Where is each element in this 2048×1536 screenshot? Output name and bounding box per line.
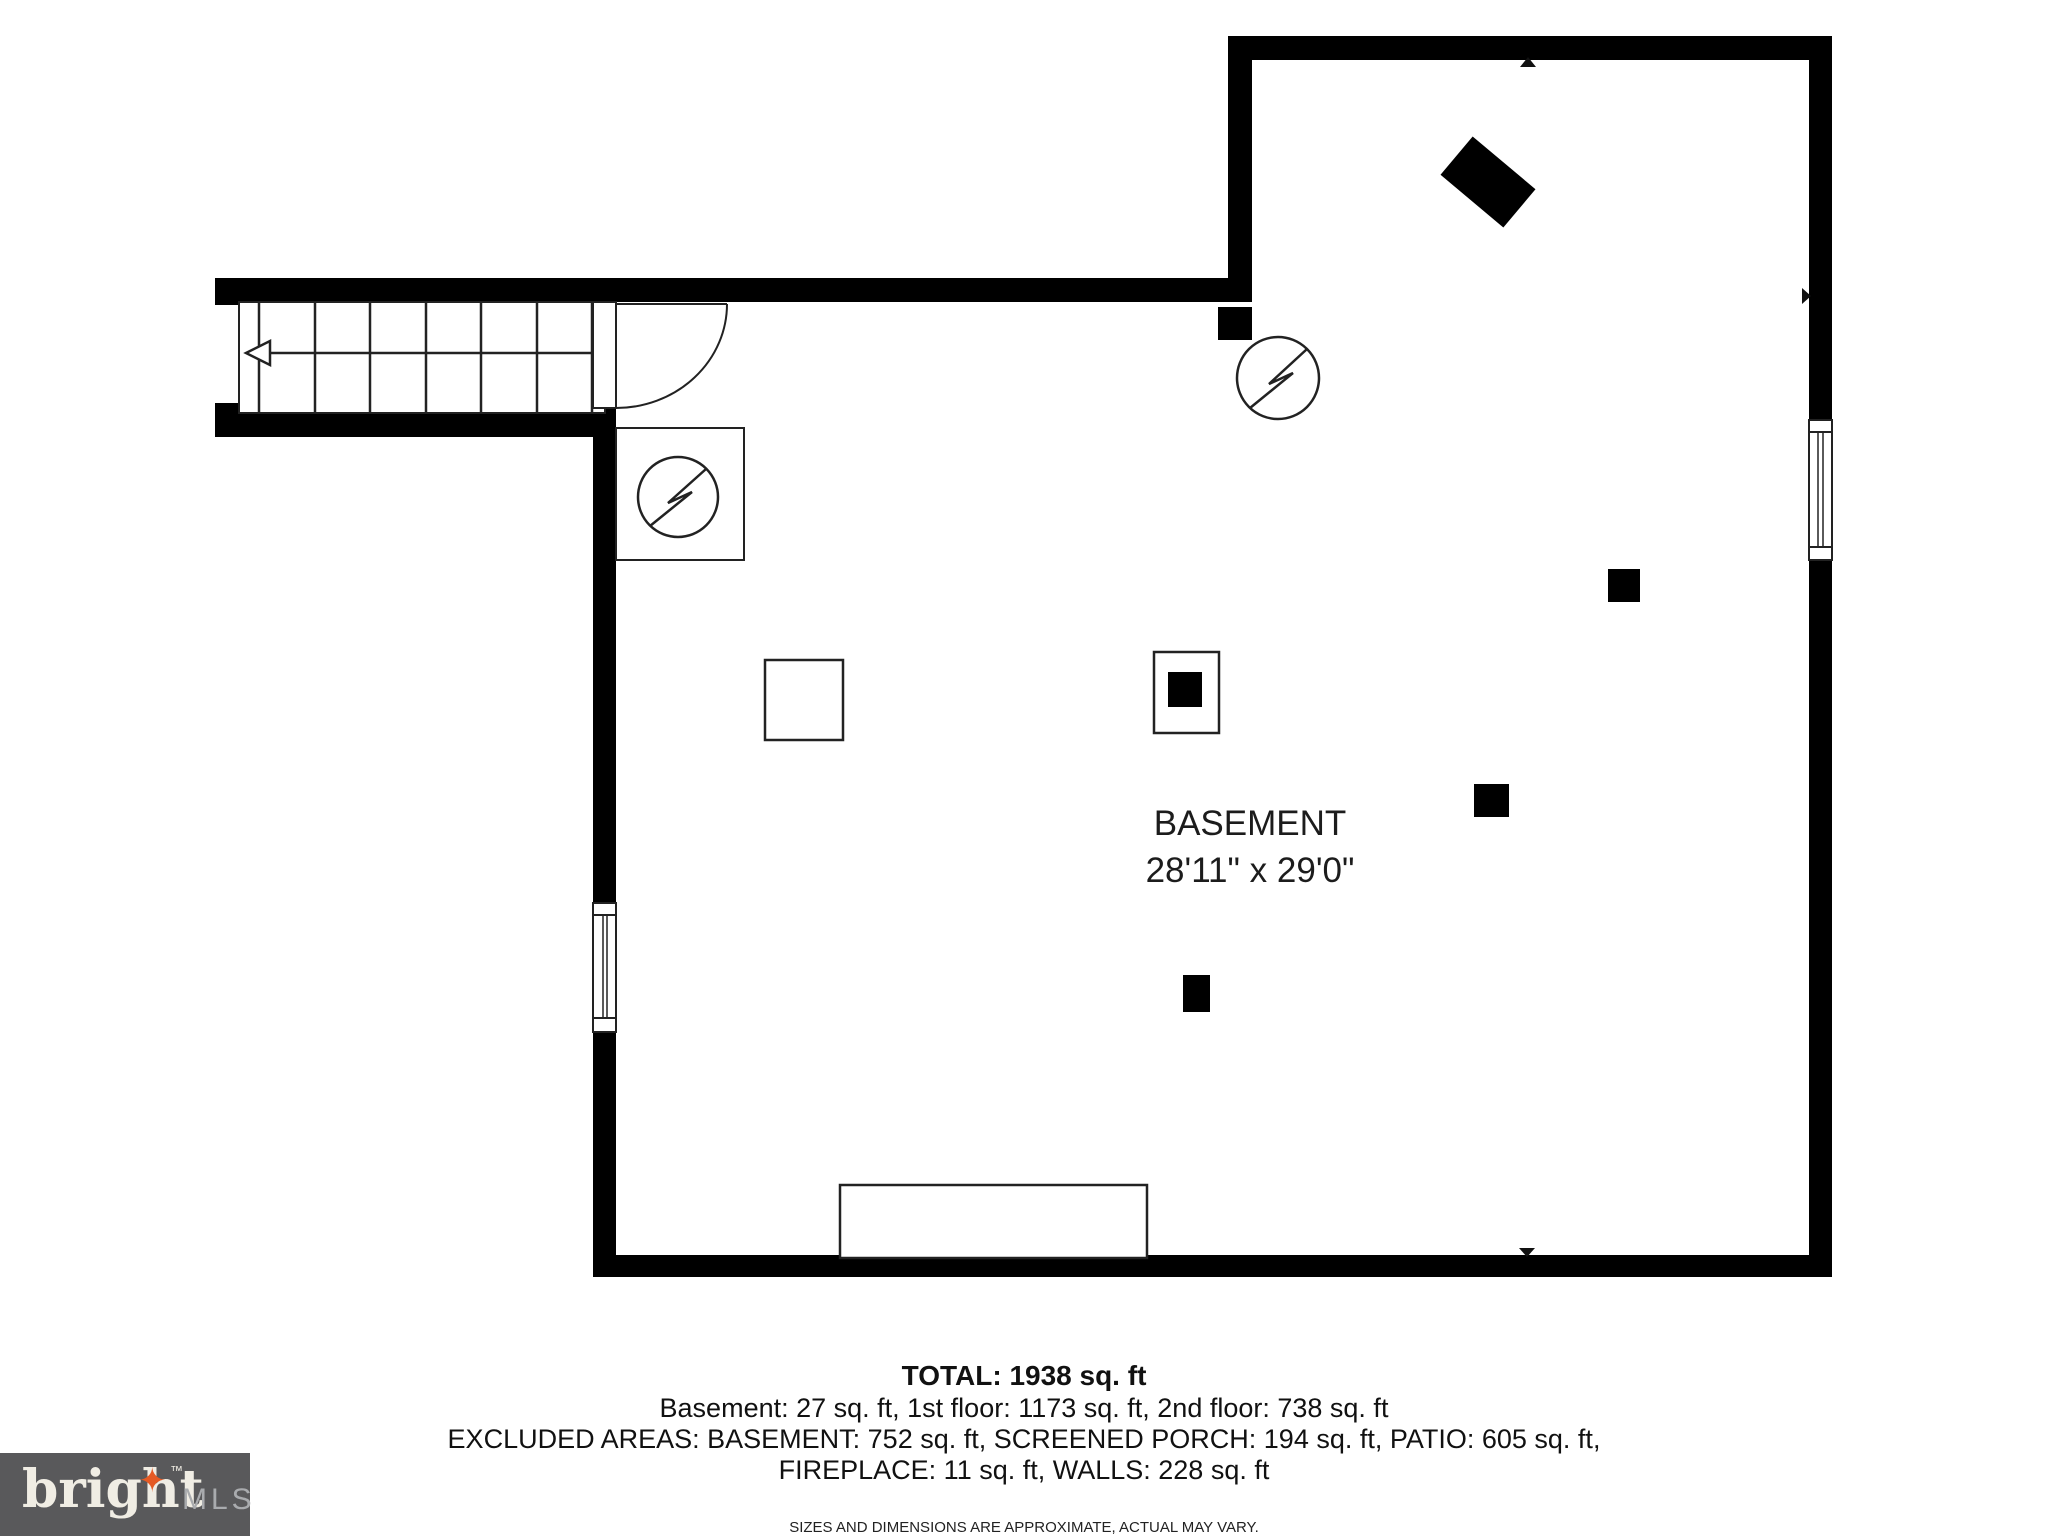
support-post [1474, 784, 1509, 817]
marker-up-icon [1520, 57, 1536, 67]
boxed-post-fill [1168, 672, 1202, 707]
trademark-symbol: ™ [170, 1463, 183, 1478]
door-frame [592, 301, 617, 409]
lightning-bolt-icon [649, 468, 707, 527]
support-post [1218, 307, 1252, 340]
area-breakdown: Basement: 27 sq. ft, 1st floor: 1173 sq.… [659, 1393, 1389, 1423]
star-icon: ✦ [138, 1461, 167, 1501]
disclaimer: SIZES AND DIMENSIONS ARE APPROXIMATE, AC… [789, 1519, 1259, 1536]
electrical-symbol-2 [1235, 335, 1321, 421]
wall-markers [1519, 57, 1811, 1257]
room-name: BASEMENT [1153, 804, 1347, 843]
support-post [1183, 975, 1210, 1012]
logo-wordmark: bright [22, 1459, 204, 1520]
room-label: BASEMENT 28'11" x 29'0" [1050, 800, 1450, 894]
stair-direction-arrow-icon [243, 338, 272, 368]
left-wall [593, 408, 616, 1255]
room-dimensions: 28'11" x 29'0" [1145, 851, 1355, 890]
corridor-bottom-wall [215, 413, 616, 437]
open-square-object [763, 658, 845, 742]
door-swing-arc-icon [615, 303, 728, 409]
bright-mls-logo: bright ✦ ™ MLS [0, 1453, 252, 1536]
window-left [592, 902, 617, 1033]
lightning-bolt-icon [1249, 348, 1308, 409]
door [592, 301, 728, 409]
area-summary: TOTAL: 1938 sq. ft Basement: 27 sq. ft, … [0, 1360, 2048, 1536]
bottom-wall [593, 1255, 1832, 1277]
corridor-left-wall-bottom [215, 403, 239, 437]
corridor-left-wall-top [215, 278, 239, 305]
walls [215, 36, 1832, 1277]
corridor-top-wall [215, 278, 1252, 302]
bottom-exterior-rect [838, 1183, 1149, 1260]
upper-section-left-wall [1228, 36, 1252, 302]
support-post [1608, 569, 1640, 602]
total-area: TOTAL: 1938 sq. ft [901, 1360, 1147, 1391]
top-wall [1228, 36, 1832, 60]
utility-closet [615, 427, 745, 561]
marker-down-icon [1519, 1248, 1535, 1257]
logo-suffix: MLS [182, 1483, 256, 1516]
excluded-areas-line1: EXCLUDED AREAS: BASEMENT: 752 sq. ft, SC… [447, 1424, 1601, 1454]
support-posts [1183, 307, 1640, 1012]
staircase [238, 301, 606, 414]
marker-right-icon [1802, 288, 1811, 304]
boxed-post [1152, 650, 1221, 735]
excluded-areas-line2: FIREPLACE: 11 sq. ft, WALLS: 228 sq. ft [778, 1455, 1270, 1485]
right-wall [1809, 36, 1832, 1277]
stair-outline [238, 301, 606, 414]
window-right [1808, 419, 1833, 561]
angled-object [1440, 136, 1536, 228]
